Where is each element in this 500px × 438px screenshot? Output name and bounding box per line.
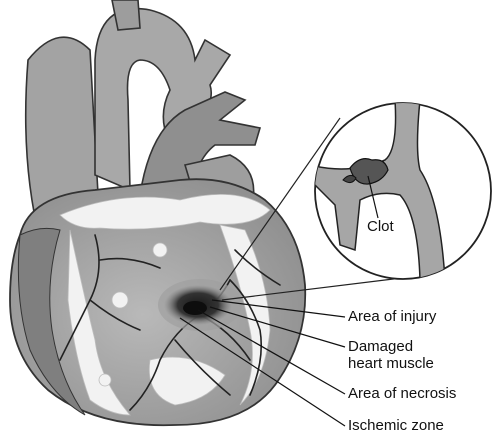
label-damaged-line1: Damaged bbox=[348, 338, 414, 355]
label-damaged-line2: heart muscle bbox=[348, 355, 434, 372]
label-leaders bbox=[179, 299, 346, 427]
clot-pointer bbox=[367, 175, 379, 219]
label-clot: Clot bbox=[367, 218, 394, 235]
clot-inset bbox=[314, 102, 492, 280]
magnifier-connectors bbox=[219, 117, 419, 301]
label-damaged-heart-muscle: Damaged heart muscle bbox=[348, 338, 434, 372]
label-area-of-injury: Area of injury bbox=[348, 308, 437, 325]
right-side-shading bbox=[17, 227, 86, 416]
epicardial-fat bbox=[59, 194, 271, 416]
label-ischemic-zone: Ischemic zone bbox=[348, 417, 444, 434]
brachiocephalic-artery bbox=[111, 0, 141, 31]
clot-mass bbox=[349, 158, 389, 185]
label-area-of-necrosis: Area of necrosis bbox=[348, 385, 457, 402]
